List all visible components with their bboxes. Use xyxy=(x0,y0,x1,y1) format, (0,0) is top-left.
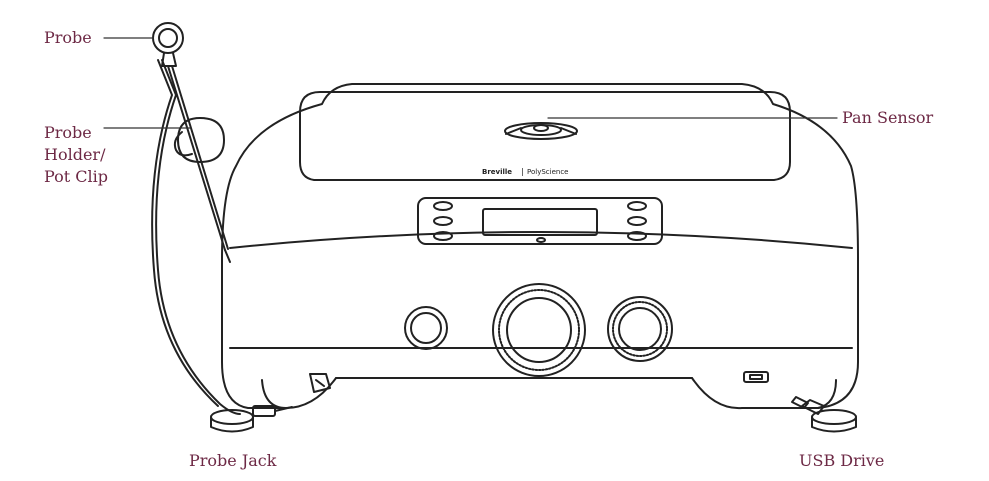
button-right-3 xyxy=(627,231,647,241)
brand-name: Breville xyxy=(482,168,512,176)
button-left-3 xyxy=(433,231,453,241)
label-usb-drive: USB Drive xyxy=(799,451,885,470)
sub-brand-name: PolyScience xyxy=(527,168,568,176)
led-indicator xyxy=(536,237,546,243)
device-shell xyxy=(221,83,859,410)
button-left-1 xyxy=(433,201,453,211)
button-right-2 xyxy=(627,216,647,226)
label-probe-holder-line-2: Holder/ xyxy=(44,145,106,164)
label-probe: Probe xyxy=(44,28,92,47)
usb-port xyxy=(743,371,769,383)
cooking-plate xyxy=(299,91,791,181)
body-band xyxy=(229,231,853,249)
label-probe-jack: Probe Jack xyxy=(189,451,277,470)
brand-separator: | xyxy=(521,167,524,176)
label-pan-sensor: Pan Sensor xyxy=(842,108,934,127)
base-foot-right xyxy=(817,379,837,409)
usb-drive-icon xyxy=(791,396,857,433)
button-right-1 xyxy=(627,201,647,211)
label-probe-holder: Probe Holder/ Pot Clip xyxy=(44,122,108,188)
temperature-probe-icon xyxy=(151,22,241,415)
callout-leaders xyxy=(103,37,838,129)
button-left-2 xyxy=(433,216,453,226)
label-probe-holder-line-1: Probe xyxy=(44,123,92,142)
knob-right xyxy=(607,296,673,362)
label-probe-holder-line-3: Pot Clip xyxy=(44,167,108,186)
base-foot-left xyxy=(261,379,287,409)
probe-jack-icon xyxy=(210,405,293,433)
probe-port xyxy=(309,373,331,393)
cooktop-device: Breville | PolyScience xyxy=(221,83,859,410)
control-panel xyxy=(417,197,663,245)
knob-left xyxy=(404,306,448,350)
pan-sensor-icon xyxy=(504,122,578,140)
pot-clip-icon xyxy=(173,117,225,163)
display-screen xyxy=(482,208,598,236)
control-knob-icon xyxy=(492,283,586,377)
